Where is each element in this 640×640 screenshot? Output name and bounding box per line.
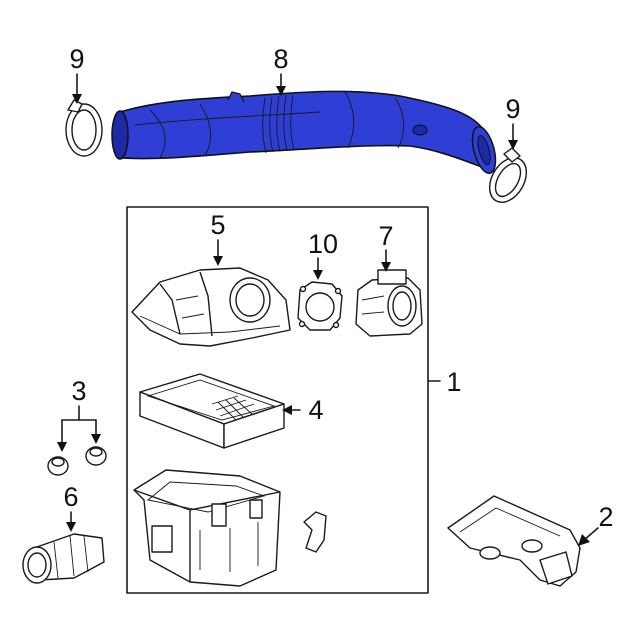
air-cleaner-cover[interactable] — [131, 267, 291, 347]
callout-7: 7 — [378, 221, 393, 251]
assembly-box — [126, 206, 429, 594]
callout-3: 3 — [71, 376, 86, 406]
callout-9-left: 9 — [69, 44, 84, 74]
callout-5: 5 — [210, 210, 225, 240]
air-filter-element[interactable] — [139, 373, 285, 449]
callout-8: 8 — [273, 44, 288, 74]
hose-clamp-right[interactable] — [482, 147, 534, 209]
gasket[interactable] — [297, 281, 343, 331]
callout-2: 2 — [598, 502, 613, 532]
callout-6: 6 — [63, 482, 78, 512]
retaining-clip[interactable] — [303, 511, 327, 553]
callout-1: 1 — [446, 367, 461, 397]
hose-clamp-left[interactable] — [65, 99, 103, 157]
grommet-left[interactable] — [47, 456, 69, 476]
mass-air-flow-sensor[interactable] — [355, 269, 423, 337]
air-intake-hose[interactable] — [111, 90, 500, 175]
grommet-right[interactable] — [85, 446, 107, 466]
callout-4: 4 — [308, 395, 323, 425]
intake-connector[interactable] — [22, 533, 105, 584]
callout-9-right: 9 — [505, 94, 520, 124]
air-cleaner-housing[interactable] — [133, 469, 281, 587]
mounting-bracket[interactable] — [447, 495, 581, 587]
leader-lines — [57, 73, 599, 546]
callout-10: 10 — [308, 229, 338, 259]
